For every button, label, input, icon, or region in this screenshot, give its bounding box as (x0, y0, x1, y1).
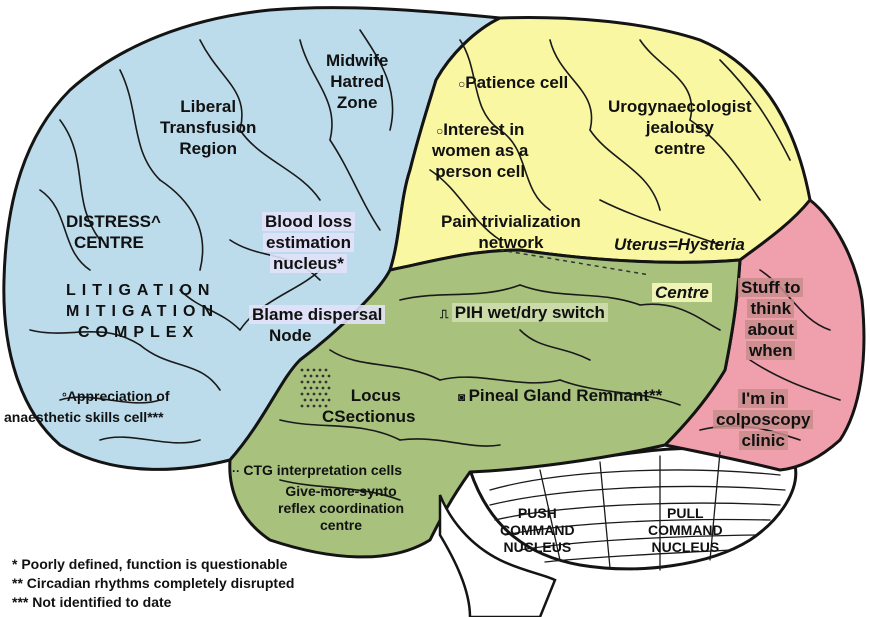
label-pih-wet-dry-switch: ⎍ PIH wet/dry switch (440, 302, 608, 323)
label-urogynaecologist-jealousy-centre: Urogynaecologist jealousy centre (608, 96, 752, 159)
label-locus-csectionus: Locus CSectionus (322, 385, 416, 427)
label-centre: Centre (652, 282, 712, 303)
dots-icon: ·· (232, 464, 243, 478)
label-pain-trivialization-network: Pain trivialization network (441, 211, 581, 253)
label-push-command-nucleus: PUSH COMMAND NUCLEUS (500, 505, 575, 556)
label-appreciation-of-anaesthetic-skills-cell: °Appreciation of anaesthetic skills cell… (62, 388, 169, 426)
label-give-more-synto-reflex-centre: Give-more-synto reflex coordination cent… (278, 483, 404, 534)
label-distress-centre: DISTRESS^ CENTRE (66, 211, 161, 253)
switch-symbol-icon: ⎍ (440, 307, 452, 321)
footnote-3: *** Not identified to date (12, 594, 171, 610)
label-stuff-to-think-about-when: Stuff to think about when (738, 277, 803, 361)
label-patience-cell: ○Patience cell (458, 72, 568, 93)
label-im-in-colposcopy-clinic: I'm in colposcopy clinic (713, 388, 813, 451)
label-litigation-mitigation-complex: LITIGATION MITIGATION COMPLEX (66, 280, 219, 343)
label-pineal-gland-remnant: ◙ Pineal Gland Remnant** (458, 385, 662, 406)
label-interest-in-women-cell: ○Interest in women as a person cell (432, 119, 528, 182)
target-bullet-icon: ◙ (458, 390, 469, 404)
label-uterus-hysteria: Uterus=Hysteria (614, 234, 745, 255)
label-ctg-interpretation-cells: ·· CTG interpretation cells (232, 462, 402, 479)
label-pull-command-nucleus: PULL COMMAND NUCLEUS (648, 505, 723, 556)
label-liberal-transfusion-region: Liberal Transfusion Region (160, 96, 256, 159)
footnote-2: ** Circadian rhythms completely disrupte… (12, 575, 294, 591)
label-blood-loss-estimation-nucleus: Blood loss estimation nucleus* (262, 211, 355, 274)
label-blame-dispersal-node: Blame dispersal Node (249, 304, 385, 346)
footnote-1: * Poorly defined, function is questionab… (12, 556, 287, 572)
label-midwife-hatred-zone: Midwife Hatred Zone (326, 50, 388, 113)
